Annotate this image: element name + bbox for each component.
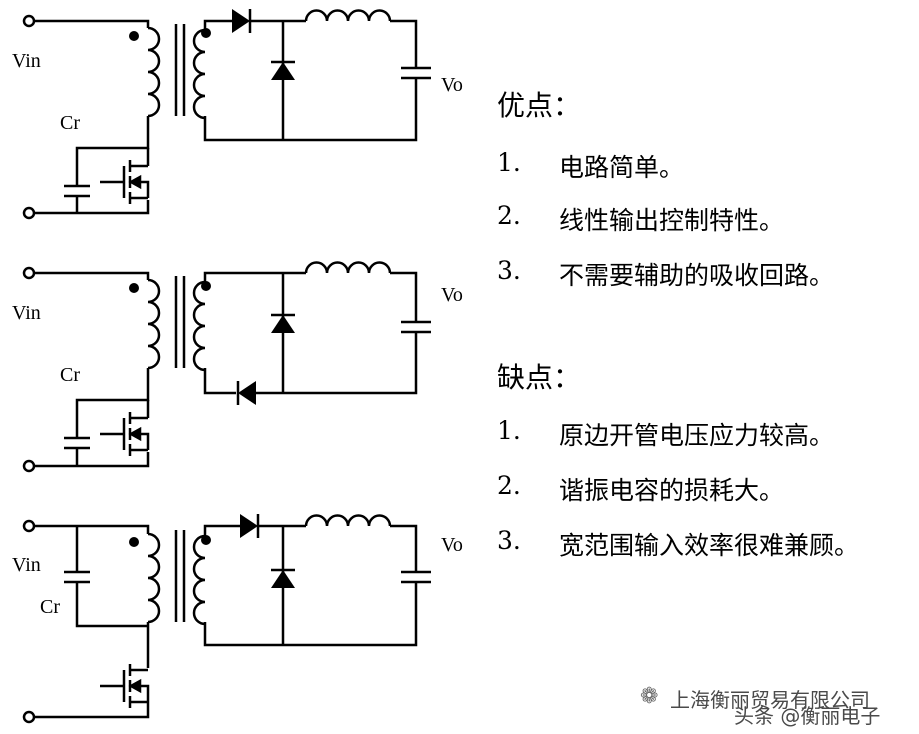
circuit-2 bbox=[22, 261, 431, 473]
advantage-number: 2. bbox=[497, 201, 521, 230]
advantage-text: 不需要辅助的吸收回路。 bbox=[559, 261, 835, 290]
circuit-2-vo-label: Vo bbox=[441, 284, 463, 306]
disadvantage-item: 1. 原边开管电压应力较高。 bbox=[497, 416, 907, 450]
circuit-2-vin-label: Vin bbox=[12, 302, 41, 324]
circuit-1-vo-label: Vo bbox=[441, 74, 463, 96]
disadvantages-heading: 缺点： bbox=[497, 361, 582, 394]
disadvantage-text: 宽范围输入效率很难兼顾。 bbox=[559, 531, 860, 560]
wechat-icon: ❁ bbox=[640, 684, 659, 709]
circuit-3 bbox=[22, 514, 431, 724]
advantage-item: 3. 不需要辅助的吸收回路。 bbox=[497, 256, 907, 290]
disadvantage-item: 2. 谐振电容的损耗大。 bbox=[497, 471, 907, 505]
circuit-1 bbox=[22, 9, 431, 220]
disadvantage-number: 3. bbox=[497, 526, 521, 555]
advantage-text: 线性输出控制特性。 bbox=[559, 206, 785, 235]
disadvantage-number: 2. bbox=[497, 471, 521, 500]
advantage-item: 1. 电路简单。 bbox=[497, 148, 907, 182]
circuit-3-cr-label: Cr bbox=[40, 596, 60, 618]
watermark-company: 上海衡丽贸易有限公司 bbox=[670, 688, 870, 712]
advantage-text: 电路简单。 bbox=[559, 153, 685, 182]
advantage-item: 2. 线性输出控制特性。 bbox=[497, 201, 907, 235]
circuit-1-cr-label: Cr bbox=[60, 112, 80, 134]
advantages-heading: 优点： bbox=[497, 89, 582, 122]
disadvantage-text: 原边开管电压应力较高。 bbox=[559, 421, 835, 450]
disadvantage-item: 3. 宽范围输入效率很难兼顾。 bbox=[497, 526, 907, 560]
watermark-source: 头条 @衡丽电子 bbox=[734, 704, 881, 728]
circuit-2-cr-label: Cr bbox=[60, 364, 80, 386]
circuit-3-vin-label: Vin bbox=[12, 554, 41, 576]
advantage-number: 3. bbox=[497, 256, 521, 285]
circuit-1-vin-label: Vin bbox=[12, 50, 41, 72]
circuit-3-vo-label: Vo bbox=[441, 534, 463, 556]
disadvantage-number: 1. bbox=[497, 416, 521, 445]
disadvantage-text: 谐振电容的损耗大。 bbox=[559, 476, 785, 505]
advantage-number: 1. bbox=[497, 148, 521, 177]
